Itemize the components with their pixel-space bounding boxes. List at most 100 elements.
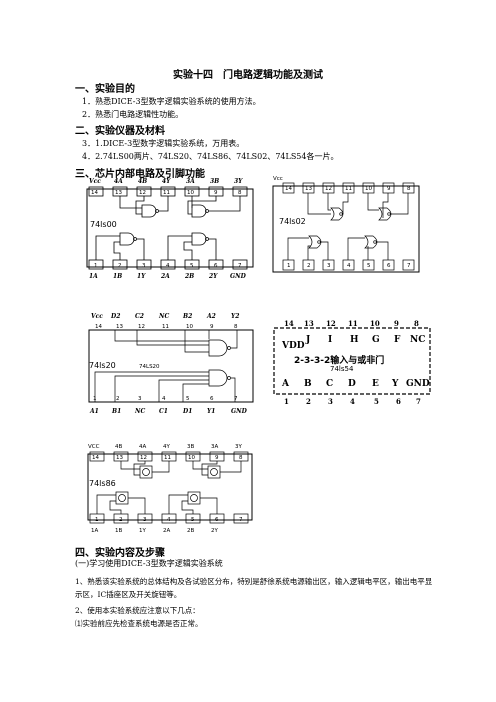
pin-number: 6 (210, 396, 214, 402)
pin-number: 14 (91, 190, 98, 196)
pin-number: 1 (95, 517, 99, 523)
chip-inner-label: 74LS20 (139, 364, 160, 370)
pin-label: 3B (210, 178, 219, 185)
pin-number: 5 (367, 263, 371, 269)
pin-number: 9 (210, 324, 214, 330)
pin-label: C1 (159, 408, 168, 415)
list-item: 3．1.DICE-3型数字逻辑实验系统，万用表。 (82, 139, 245, 148)
subsection-heading: (一)学习使用DICE-3型数字逻辑实验系统 (75, 559, 223, 568)
pin-number: 3 (138, 396, 142, 402)
pin-label: B2 (182, 313, 192, 320)
paragraph: ⑴实验前应先检查系统电源是否正常。 (75, 619, 203, 628)
pin-number: 12 (325, 186, 332, 192)
pin-number: 10 (188, 455, 195, 461)
pin-number: 8 (407, 186, 411, 192)
pin-label: D1 (182, 408, 192, 415)
pin-label: 1Y (137, 273, 146, 280)
pin-label: VDD (281, 341, 305, 351)
pin-number: 1 (94, 263, 98, 269)
pin-number: 9 (394, 319, 399, 328)
pin-label: Vcc (89, 178, 101, 185)
pin-label: 4B (138, 178, 147, 185)
pin-number: 1 (93, 396, 97, 402)
pin-label: NC (134, 408, 145, 415)
pin-number: 11 (163, 190, 170, 196)
pin-number: 8 (238, 190, 242, 196)
list-item: 2．熟悉门电路逻辑性功能。 (82, 110, 184, 119)
chip-name: 74ls54 (330, 365, 354, 373)
pin-label: A (281, 379, 290, 389)
pin-label: 4A (114, 178, 123, 185)
chip-74ls86-diagram: VCC 4B 4A 4Y 3B 3A 3Y 14 13 12 11 10 9 8… (84, 440, 256, 536)
chip-function-label: 2-3-3-2输入与或非门 (294, 354, 384, 366)
pin-label: G (372, 335, 380, 345)
section-heading-2: 二、实验仪器及材料 (75, 126, 165, 137)
pin-label: VCC (88, 444, 100, 450)
pin-number: 2 (307, 263, 311, 269)
pin-number: 2 (116, 396, 120, 402)
pin-label: 3Y (235, 444, 242, 450)
pin-number: 9 (215, 455, 219, 461)
pin-number: 7 (239, 517, 243, 523)
pin-number: 5 (191, 517, 195, 523)
pin-number: 10 (370, 319, 380, 328)
pin-number: 6 (215, 517, 219, 523)
chip-74ls00-diagram: Vcc 4A 4B 4Y 3A 3B 3Y 14 13 12 11 10 9 8… (84, 175, 256, 281)
pin-number: 4 (162, 396, 166, 402)
chip-74ls02-diagram: Vcc 14 13 12 11 10 9 8 1 2 3 4 (271, 172, 423, 278)
pin-number: 4 (347, 263, 351, 269)
pin-label: GND (231, 408, 248, 415)
pin-label: 1Y (139, 528, 146, 534)
pin-number: 6 (214, 263, 218, 269)
pin-label: I (328, 335, 332, 345)
pin-number: 5 (186, 396, 190, 402)
pin-number: 9 (214, 190, 218, 196)
pin-label: GND (406, 379, 430, 389)
pin-label: 1B (115, 528, 122, 534)
pin-number: 7 (238, 263, 242, 269)
pin-number: 3 (328, 397, 333, 406)
pin-label: GND (230, 273, 247, 280)
pin-label: 4Y (163, 444, 170, 450)
pin-number: 10 (187, 190, 194, 196)
pin-label: A2 (206, 313, 216, 320)
pin-number: 5 (374, 397, 379, 406)
pin-label: E (372, 379, 379, 389)
pin-number: 13 (304, 319, 314, 328)
pin-number: 11 (162, 324, 169, 330)
list-item: 1．熟悉DICE-3型数字逻辑实验系统的使用方法。 (82, 97, 261, 106)
chip-name: 74ls20 (89, 361, 116, 370)
pin-number: 5 (190, 263, 194, 269)
pin-number: 14 (285, 186, 292, 192)
pin-number: 14 (92, 455, 99, 461)
pin-label: A1 (89, 408, 99, 415)
paragraph: 2、使用本实验系统应注意以下几点： (75, 606, 200, 615)
pin-number: 3 (142, 263, 146, 269)
pin-label: 1A (91, 528, 98, 534)
pin-label: 4Y (162, 178, 171, 185)
pin-label: Y2 (231, 313, 239, 320)
chip-name: 74ls86 (89, 479, 116, 488)
pin-number: 12 (139, 190, 146, 196)
pin-label: B (304, 379, 312, 389)
paragraph: 1、熟悉该实验系统的总体结构及各试验区分布，特别是舒徐系统电源输出区，输入逻辑电… (75, 577, 433, 599)
pin-number: 13 (115, 190, 122, 196)
chip-74ls54-diagram: 14 13 12 11 10 9 8 VDD J I H G F NC A B … (272, 316, 436, 408)
pin-number: 11 (348, 319, 358, 328)
pin-label: D (348, 379, 356, 389)
pin-number: 3 (143, 517, 147, 523)
pin-label: 2A (160, 273, 170, 280)
pin-label: NC (410, 335, 425, 345)
pin-label: 2Y (211, 528, 218, 534)
pin-label: C (326, 379, 333, 389)
pin-number: 1 (287, 263, 291, 269)
pin-label: 3B (187, 444, 194, 450)
pin-label: 2B (184, 273, 194, 280)
pin-label: 3Y (234, 178, 243, 185)
pin-label: B1 (111, 408, 121, 415)
pin-label: Y (391, 379, 399, 389)
pin-label: F (394, 335, 401, 345)
pin-number: 11 (164, 455, 171, 461)
pin-label: 2B (187, 528, 194, 534)
pin-number: 7 (407, 263, 411, 269)
